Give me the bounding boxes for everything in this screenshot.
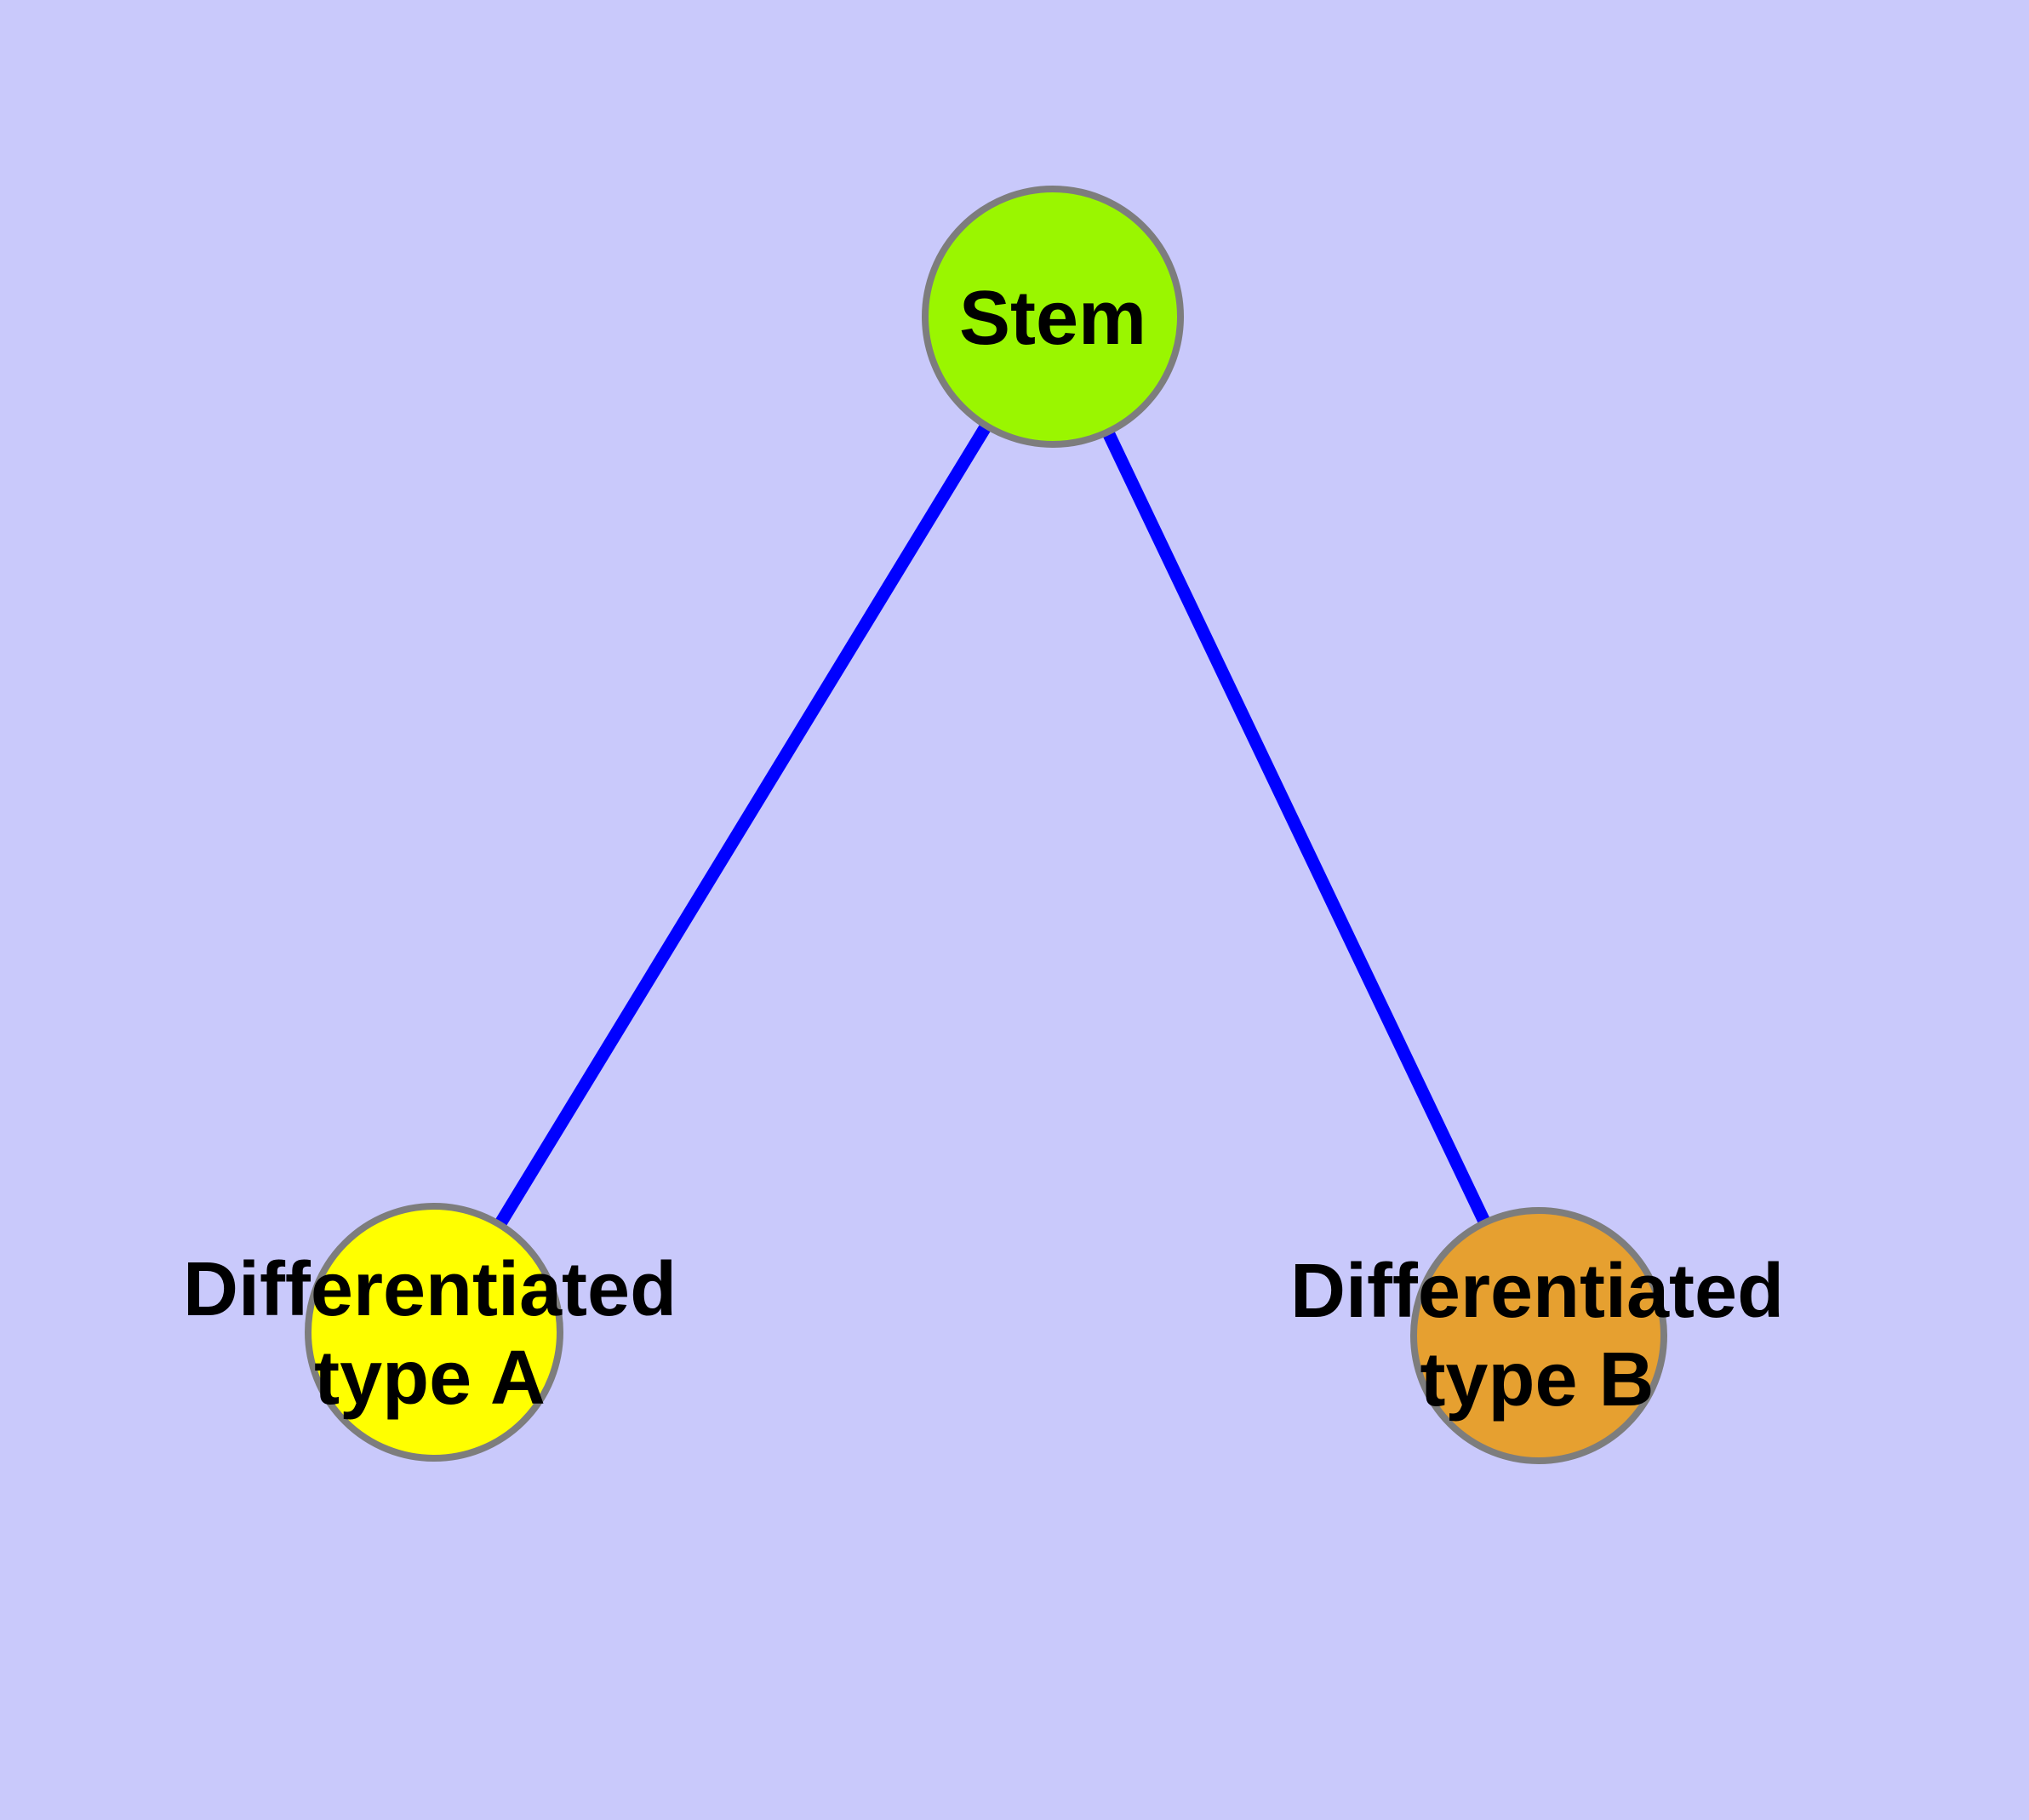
node-type-a-circle [305, 1203, 563, 1462]
node-type-a-label: Differentiated type A [182, 1247, 677, 1421]
node-stem-label: Stem [958, 276, 1147, 361]
node-type-b-circle [1410, 1207, 1667, 1464]
node-type-b-label: Differentiated type B [1289, 1249, 1785, 1422]
edge-stem-to-type-b [1047, 313, 1545, 1339]
node-stem-circle [922, 186, 1184, 448]
edge-stem-to-type-a [428, 313, 1059, 1336]
